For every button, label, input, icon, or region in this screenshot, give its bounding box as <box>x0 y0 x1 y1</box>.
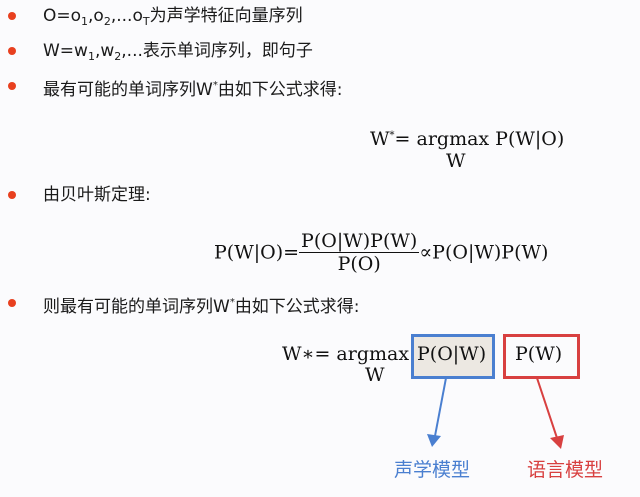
text: ,...表示单词序列，即句子 <box>121 41 313 61</box>
formula-decomposition-subscript: W <box>365 364 385 386</box>
language-term: P(W) <box>515 343 563 365</box>
subscript: 2 <box>114 50 122 63</box>
text: 最有可能的单词序列W <box>43 80 213 100</box>
text: ∝P(O|W)P(W) <box>419 241 549 264</box>
formula-bayes: P(W|O)=P(O|W)P(W)P(O)∝P(O|W)P(W) <box>214 230 548 275</box>
language-term-box <box>503 334 580 379</box>
text: ,w <box>94 41 115 61</box>
text: 为声学特征向量序列 <box>149 6 303 26</box>
text: W <box>370 128 390 150</box>
bullet-dot <box>8 191 16 199</box>
text: 由如下公式求得: <box>234 297 360 317</box>
subscript: 1 <box>87 50 95 63</box>
text: P(W|O)= <box>214 241 300 264</box>
bullet-dot <box>8 47 16 55</box>
formula-argmax-subscript: W <box>446 150 466 172</box>
formula-decomposition: W∗= argmax <box>282 343 410 365</box>
denominator: P(O) <box>337 253 381 275</box>
acoustic-term-box <box>411 334 495 379</box>
subscript: 2 <box>103 15 111 28</box>
bullet-conclusion: 则最有可能的单词序列W*由如下公式求得: <box>43 292 360 318</box>
subscript: 1 <box>81 15 89 28</box>
fraction: P(O|W)P(W)P(O) <box>299 230 420 275</box>
bullet-bayes: 由贝叶斯定理: <box>43 185 151 205</box>
language-arrow-icon <box>536 377 564 449</box>
bullet-dot <box>8 82 16 90</box>
superscript: * <box>229 297 235 308</box>
acoustic-model-label: 声学模型 <box>394 459 471 481</box>
text: 则最有可能的单词序列W <box>43 297 230 317</box>
formula-argmax: W*= argmax P(W|O) <box>370 128 564 150</box>
superscript: * <box>212 80 218 91</box>
bullet-most-likely: 最有可能的单词序列W*由如下公式求得: <box>43 75 343 101</box>
subscript: T <box>142 15 150 28</box>
bullet-dot <box>8 299 16 307</box>
superscript: * <box>389 130 395 141</box>
text: ,...o <box>110 6 143 26</box>
bullet-dot <box>8 12 16 20</box>
text: ,o <box>88 6 104 26</box>
acoustic-term: P(O|W) <box>417 343 487 365</box>
text: O=o <box>43 6 82 26</box>
numerator: P(O|W)P(W) <box>299 230 420 253</box>
bullet-observation-sequence: O=o1,o2,...oT为声学特征向量序列 <box>43 5 303 33</box>
text: W=w <box>43 41 88 61</box>
bullet-word-sequence: W=w1,w2,...表示单词序列，即句子 <box>43 40 313 68</box>
language-model-label: 语言模型 <box>527 459 604 481</box>
acoustic-arrow-icon <box>427 377 447 447</box>
text: 由如下公式求得: <box>217 80 343 100</box>
text: = argmax P(W|O) <box>394 128 565 150</box>
